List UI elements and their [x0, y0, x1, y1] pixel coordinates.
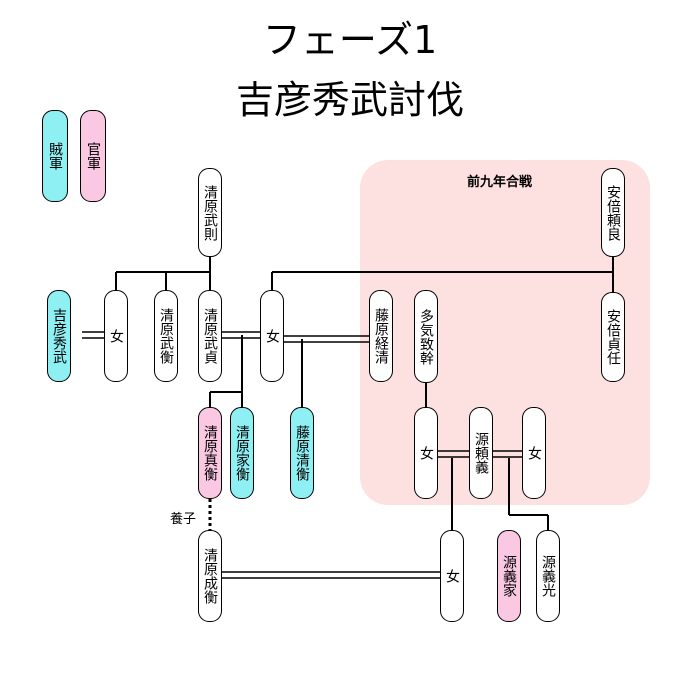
node-woman-3: 女 [414, 407, 438, 499]
node-minamoto-yoshimitsu: 源義光 [536, 530, 560, 622]
node-minamoto-yoshiie: 源義家 [497, 530, 521, 622]
node-kiyohara-takenori: 清原武則 [198, 168, 222, 257]
node-woman-4: 女 [522, 407, 546, 499]
node-kiyowara-hidetake: 吉彦秀武 [47, 290, 71, 382]
node-woman-1: 女 [104, 290, 128, 382]
node-kiyohara-takesada: 清原武貞 [198, 290, 222, 382]
node-abe-sadato: 安倍貞任 [601, 292, 625, 382]
node-kiyohara-narihira: 清原成衡 [198, 530, 222, 622]
node-minamoto-yoriyoshi: 源頼義 [469, 407, 493, 499]
node-woman-5: 女 [440, 530, 464, 622]
region-label: 前九年合戦 [467, 175, 533, 190]
legend-rebel: 賊軍 [42, 110, 68, 202]
node-ta-no-munetomo: 多気致幹 [414, 290, 438, 383]
adoption-label: 養子 [170, 512, 197, 527]
page-title-line-2: 吉彦秀武討伐 [235, 78, 464, 122]
node-kiyohara-takehira: 清原武衡 [154, 290, 178, 382]
node-woman-2: 女 [260, 290, 284, 382]
node-kiyohara-sanehira: 清原真衡 [198, 407, 222, 499]
node-fujiwara-tsunekiyo: 藤原経清 [369, 290, 393, 382]
node-abe-yoritoki: 安倍頼良 [601, 168, 625, 257]
legend-official: 官軍 [80, 110, 106, 202]
page-title-line-1: フェーズ1 [262, 18, 438, 62]
node-kiyohara-iehira: 清原家衡 [230, 407, 254, 499]
node-fujiwara-kiyohira: 藤原清衡 [290, 407, 314, 499]
